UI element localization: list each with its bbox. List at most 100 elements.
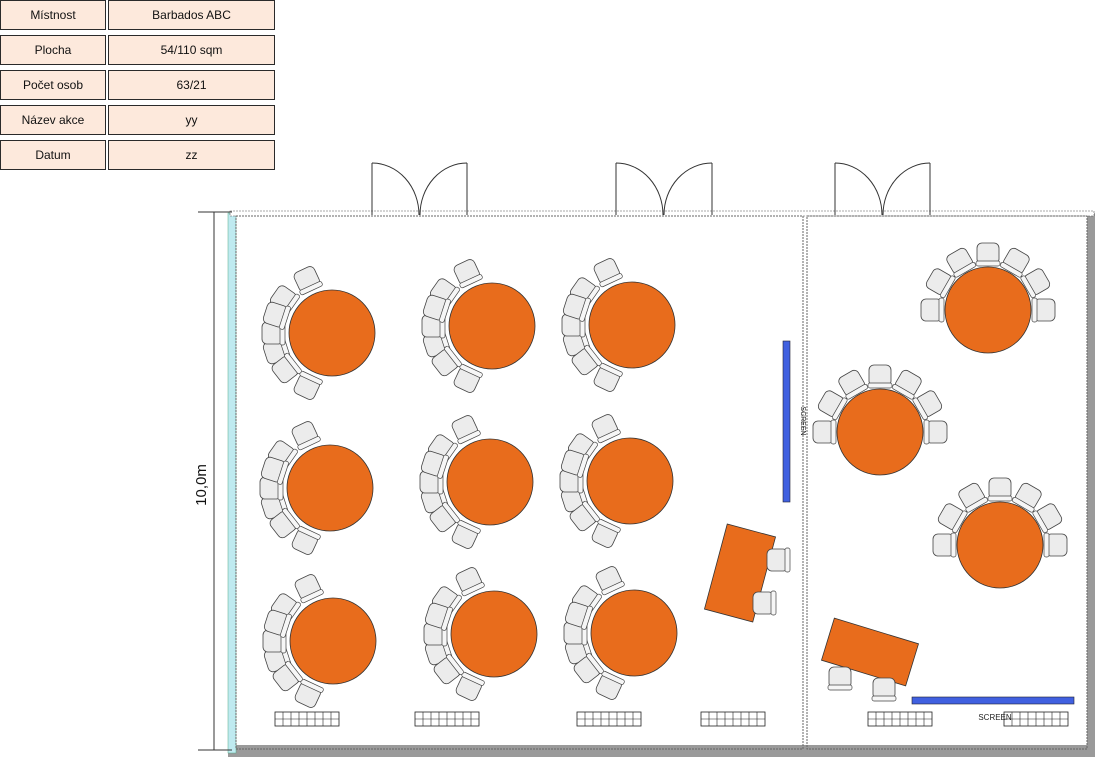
chair [1020,268,1051,299]
chair [262,301,291,330]
chair [891,369,922,400]
chair [1031,297,1056,323]
chair-back [582,500,600,523]
round-table [590,589,678,677]
chair-back [999,261,1023,278]
door-1[interactable] [371,162,468,216]
chair [294,574,324,604]
chair-back [282,507,300,530]
radiator [576,711,642,727]
chair-back [871,695,897,702]
chair [293,266,323,296]
room-right-outline [806,215,1088,750]
chair [593,362,623,392]
radiator [1003,711,1069,727]
chair-back [845,383,869,400]
screen-horizontal [911,696,1075,705]
chair-back [867,382,893,389]
screen-label: SCREEN [799,406,807,436]
chair-back [938,297,945,323]
chair [429,501,460,533]
chair-back [437,454,449,479]
chair-back [280,613,292,638]
chair-back [950,532,957,558]
chair [999,247,1030,278]
info-value[interactable]: yy [108,105,275,135]
chair-back [446,653,464,676]
room-left-outline [235,215,804,750]
chair-back [439,298,451,323]
round-table [289,597,377,685]
chair [1043,532,1068,558]
round-table [586,437,674,525]
chair-back [285,660,303,683]
chair [923,419,948,445]
chair [431,345,462,377]
chair-back [601,581,625,596]
chair-back [597,429,621,444]
room-structure [198,162,1095,757]
info-value[interactable]: zz [108,140,275,170]
chair [263,609,292,638]
chair [987,477,1013,502]
chair [424,602,453,631]
chair [560,449,589,478]
chair [293,370,323,400]
radiator [700,711,766,727]
chair-back [277,460,289,485]
rect-table-top [820,617,920,687]
chair-back [1020,275,1037,299]
chair [752,590,777,616]
chair-back [586,652,604,675]
chair [272,660,303,692]
chair [871,677,897,702]
chair [591,414,621,444]
chair [595,670,625,700]
chair [569,500,600,532]
chair [937,503,968,534]
info-label: Místnost [0,0,106,30]
chair-back [831,397,848,421]
chair [271,352,302,384]
chair-back [577,453,589,478]
chair [595,566,625,596]
chair [564,601,593,630]
chair [975,242,1001,267]
chair [591,518,621,548]
chair-back [461,582,485,597]
chair-back [827,684,853,691]
chair [269,507,300,539]
round-table [288,289,376,377]
chair [920,297,945,323]
radiator [867,711,933,727]
chair [593,258,623,288]
chair-back [891,383,915,400]
chair-back [579,297,591,322]
round-table [450,590,538,678]
info-value[interactable]: Barbados ABC [108,0,275,30]
chair-back [923,419,930,445]
chair-back [297,436,321,451]
round-table [588,281,676,369]
radiator [274,711,340,727]
screen-vertical [782,340,791,503]
chair-back [830,419,837,445]
info-value[interactable]: 54/110 sqm [108,35,275,65]
chair [812,419,837,445]
info-label: Plocha [0,35,106,65]
chair [946,247,977,278]
chair-back [1043,532,1050,558]
door-3[interactable] [834,162,931,216]
door-2[interactable] [615,162,713,216]
chair [422,294,451,323]
chair-back [300,589,324,604]
info-value[interactable]: 63/21 [108,70,275,100]
info-label: Počet osob [0,70,106,100]
chair [451,415,481,445]
chair [817,390,848,421]
radiator [414,711,480,727]
chair-back [784,547,791,573]
wall-top [229,210,1095,217]
chair [261,320,286,346]
